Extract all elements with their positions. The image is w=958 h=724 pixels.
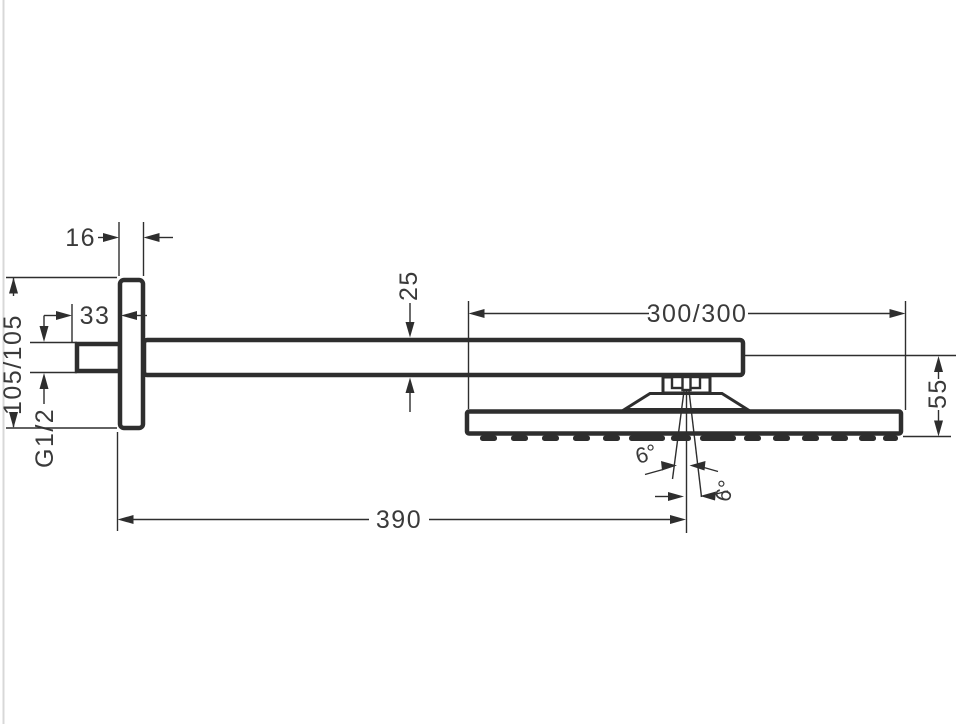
arrowhead-down-icon bbox=[39, 326, 49, 342]
dim-head-size: 300/300 bbox=[467, 300, 907, 410]
spray-line-left bbox=[671, 390, 685, 480]
nozzle bbox=[542, 435, 559, 441]
nozzle bbox=[802, 435, 819, 441]
arrowhead-left-icon bbox=[468, 309, 485, 318]
spray-nozzles bbox=[480, 435, 898, 441]
escutcheon-plate bbox=[117, 277, 146, 431]
dim-label-390: 390 bbox=[376, 506, 422, 534]
dim-wall-offset: 33 bbox=[44, 302, 147, 343]
shower-arm bbox=[141, 337, 746, 378]
dim-label-16: 16 bbox=[65, 224, 96, 252]
arrowhead-down-icon bbox=[405, 322, 415, 338]
nozzle bbox=[883, 435, 898, 441]
spray-angle-lines bbox=[671, 390, 703, 533]
dim-label-33: 33 bbox=[80, 302, 111, 330]
nozzle bbox=[573, 435, 590, 441]
dim-escutcheon-depth: 16 bbox=[65, 222, 173, 276]
dim-label-55: 55 bbox=[924, 378, 952, 409]
nozzle bbox=[511, 435, 528, 441]
dim-escutcheon-plate: 105/105 bbox=[0, 276, 117, 429]
dim-thread-size: G1/2 bbox=[30, 315, 77, 468]
arrowhead-up-icon bbox=[405, 377, 415, 393]
arrowhead-right-icon bbox=[56, 311, 72, 320]
dim-label-25: 25 bbox=[395, 270, 423, 301]
nozzle bbox=[859, 435, 876, 441]
arrowhead-left-icon bbox=[143, 233, 160, 242]
arrowhead-right-icon bbox=[670, 515, 686, 524]
nozzle bbox=[744, 435, 761, 441]
dim-arm-height: 25 bbox=[395, 270, 423, 412]
dim-label-g12: G1/2 bbox=[31, 408, 59, 468]
leader-line bbox=[713, 490, 729, 496]
dim-arm-length: 390 bbox=[116, 432, 686, 534]
fixture-outline bbox=[74, 277, 904, 441]
nozzle bbox=[831, 435, 848, 441]
arrowhead-left-icon bbox=[689, 461, 706, 471]
nozzle bbox=[480, 435, 497, 441]
arrowhead-up-icon bbox=[39, 373, 49, 389]
angle-label-right: 6° bbox=[710, 477, 740, 504]
nozzle bbox=[773, 435, 790, 441]
arrowhead-right-icon bbox=[889, 309, 906, 318]
dim-label-105-105: 105/105 bbox=[0, 314, 27, 415]
arrowhead-right-icon bbox=[103, 233, 119, 242]
nozzle bbox=[700, 435, 736, 441]
arrowhead-left-icon bbox=[121, 311, 137, 320]
arrowhead-left-icon bbox=[700, 491, 716, 501]
arrowhead-right-icon bbox=[668, 492, 684, 501]
dim-head-drop: 55 bbox=[745, 354, 956, 438]
nozzle bbox=[629, 435, 665, 441]
arrowhead-down-icon bbox=[934, 420, 943, 437]
arrowhead-left-icon bbox=[117, 515, 134, 524]
leader-line bbox=[703, 466, 719, 473]
dim-label-300-300: 300/300 bbox=[647, 300, 748, 328]
spray-line-right bbox=[688, 390, 703, 498]
wall-pipe-stub bbox=[74, 341, 123, 374]
leader-line bbox=[644, 468, 664, 476]
nozzle bbox=[671, 435, 691, 441]
arrowhead-right-icon bbox=[661, 461, 677, 471]
nozzle bbox=[603, 435, 620, 441]
shower-head-plate bbox=[464, 409, 904, 436]
ball-joint-stem bbox=[681, 375, 692, 392]
arrowhead-up-icon bbox=[934, 356, 943, 372]
angle-label-left: 6° bbox=[632, 439, 659, 469]
